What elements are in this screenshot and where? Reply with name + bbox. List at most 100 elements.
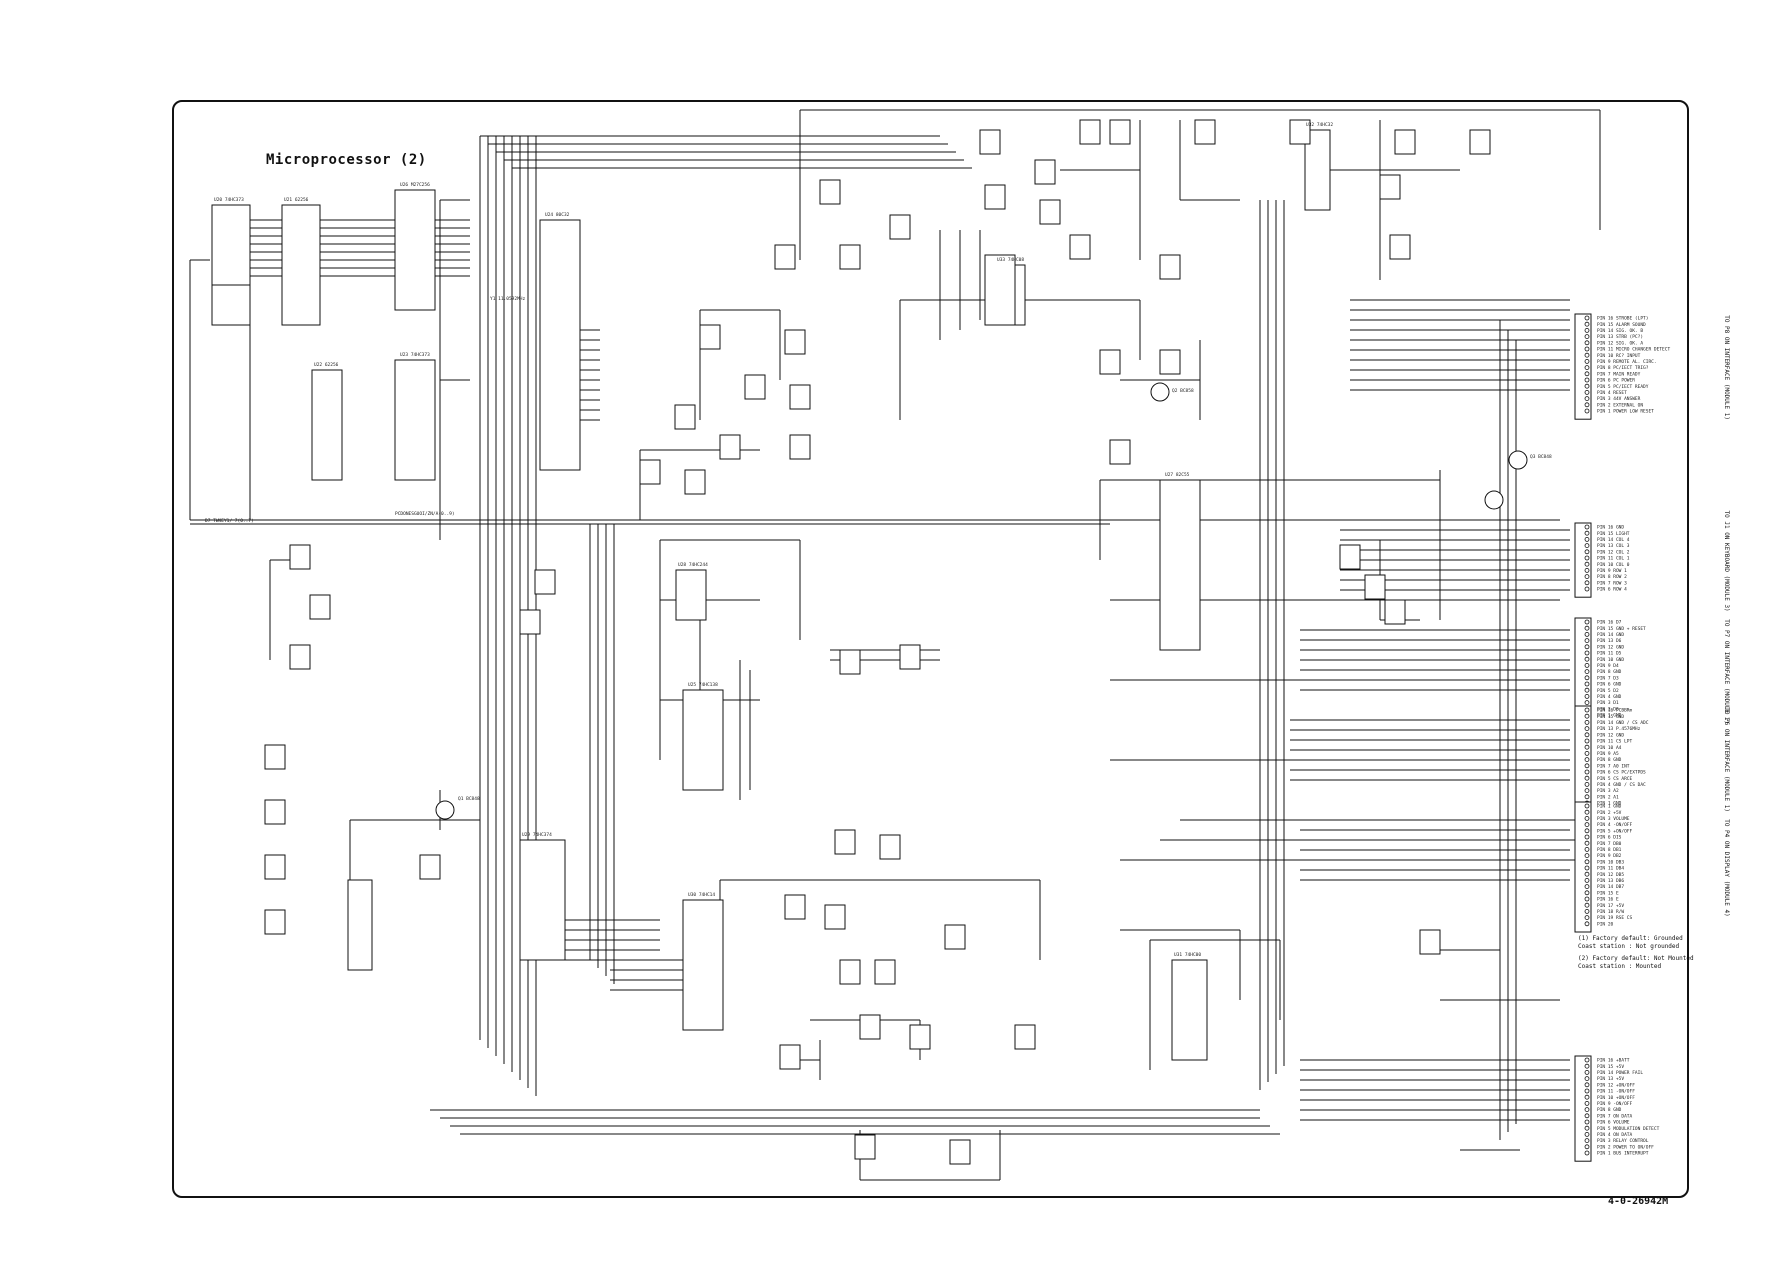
connector-pin-label: PIN 4 RESET <box>1597 390 1627 396</box>
connector-pin-label: PIN 12 COL 2 <box>1597 549 1630 555</box>
connector-pin <box>1584 625 1590 631</box>
connector-pin <box>1584 840 1590 846</box>
connector-pin <box>1584 543 1590 548</box>
connector-pin-label: PIN 6 VOLUME <box>1597 1120 1630 1126</box>
ic-u30 <box>682 899 724 1031</box>
connector-pin <box>1584 371 1590 377</box>
connector-pin <box>1584 1101 1590 1106</box>
connector-pin-label: PIN 9 A5 <box>1597 751 1619 757</box>
transistor-q1 <box>435 800 455 820</box>
connector-pin <box>1584 769 1590 775</box>
connector-pin-label: PIN 10 COL 0 <box>1597 562 1630 568</box>
drawing-border <box>172 100 1689 1198</box>
connector-pin <box>1584 377 1590 383</box>
gate-5 <box>979 129 1001 155</box>
connector-pin <box>1584 321 1590 327</box>
connector-pin-label: PIN 11 CS LPT <box>1597 739 1633 745</box>
connector-pin-label: PIN 7 A0 INT <box>1597 763 1630 769</box>
connector-pin-label: PIN 12 GND <box>1597 732 1624 738</box>
connector-title: TO P8 ON INTERFACE (MODULE 1) <box>1723 315 1730 420</box>
gate-44 <box>874 959 896 985</box>
connector-pin-label: PIN 14 GND / CS ADC <box>1597 720 1649 726</box>
connector-pin <box>1584 694 1590 699</box>
connector-pin-label: PIN 1 GND <box>1597 713 1622 719</box>
gate-58 <box>264 854 286 880</box>
part-label: U26 M27C256 <box>400 182 430 188</box>
ic-u23 <box>394 359 436 481</box>
connector-pin-label: PIN 5 +ON/OFF <box>1597 828 1633 834</box>
connector-pin <box>1584 365 1590 371</box>
connector-pin-label: PIN 8 GND <box>1597 757 1622 763</box>
part-label: U24 80C32 <box>545 212 570 218</box>
connector-pin-label: PIN 4 -ON/OFF <box>1597 822 1633 828</box>
connector-pin-label: PIN 7 DB0 <box>1597 841 1622 847</box>
connector-pin-label: PIN 9 DB2 <box>1597 853 1622 859</box>
gate-57 <box>264 799 286 825</box>
connector-pin-label: PIN 15 ALARM SOUND <box>1597 322 1646 328</box>
gate-60 <box>419 854 441 880</box>
connector-pin-label: PIN 8 GND <box>1597 1107 1622 1113</box>
gate-49 <box>1014 1024 1036 1050</box>
factory-notes: (1) Factory default: Grounded Coast stat… <box>1578 935 1694 970</box>
connector-pin <box>1584 726 1590 731</box>
connector-pin <box>1584 921 1590 927</box>
connector-pin-label: PIN 2 A1 <box>1597 794 1619 800</box>
gate-39 <box>834 829 856 855</box>
connector-title: TO P6 ON INTERFACE (MODULE 1) <box>1723 707 1730 812</box>
connector-pin-label: PIN 11 COL 1 <box>1597 556 1630 562</box>
connector-pin <box>1584 757 1590 762</box>
connector-pin-label: PIN 18 R/W <box>1597 909 1624 915</box>
gate-51 <box>949 1139 971 1165</box>
gate-38 <box>899 644 921 670</box>
connector-pin <box>1584 681 1590 687</box>
connector-pin <box>1584 669 1590 674</box>
connector-pin <box>1584 549 1590 555</box>
connector-pin-label: PIN 8 GND <box>1597 669 1622 675</box>
connector-pin-label: PIN 11 -ON/OFF <box>1597 1089 1635 1095</box>
connector-pin <box>1584 1076 1590 1081</box>
connector-pin <box>1584 663 1590 668</box>
connector-pin <box>1584 809 1590 815</box>
connector-pin-label: PIN 16 GND <box>1597 525 1624 531</box>
connector-pin-label: PIN 16 STROBE (LPT) <box>1597 316 1648 322</box>
connector-pin-label: PIN 16 D7 <box>1597 620 1622 626</box>
gate-53 <box>1364 574 1386 600</box>
note-line-3: (2) Factory default: Not Mounted <box>1578 955 1694 962</box>
connector-pin-label: PIN 4 GND / CS DAC <box>1597 782 1646 788</box>
connector-pin <box>1584 650 1590 656</box>
connector-pin-label: PIN 10 GND <box>1597 657 1624 663</box>
part-label: U25 74HC138 <box>688 682 718 688</box>
connector-pin-label: PIN 16 +BATT <box>1597 1058 1630 1064</box>
connector-pin-label: PIN 14 POWER FAIL <box>1597 1070 1643 1076</box>
connector-pin-label: PIN 5 PC/IECT READY <box>1597 384 1649 390</box>
connector-pin <box>1584 619 1590 625</box>
connector-pin-label: PIN 13 STRB (PC?) <box>1597 334 1643 340</box>
ic-u28 <box>675 569 707 621</box>
gate-4 <box>839 244 861 270</box>
connector-pin-label: PIN 16 PCBBRm <box>1597 708 1633 714</box>
connector-pin-label: PIN 6 DIS <box>1597 835 1622 841</box>
connector-pin-label: PIN 11 DB4 <box>1597 866 1624 872</box>
connector-pin-label: PIN 10 DB3 <box>1597 859 1624 865</box>
connector-pin-label: PIN 16 E <box>1597 897 1619 903</box>
connector-pin <box>1584 315 1590 321</box>
connector-pin-label: PIN 14 DB7 <box>1597 884 1624 890</box>
bus-label-a: D7 TWKEY1/ 7(0..7) <box>205 518 254 524</box>
connector-pin-label: PIN 7 D3 <box>1597 675 1619 681</box>
connector-pin <box>1584 732 1590 738</box>
connector-pin <box>1584 561 1590 567</box>
connector-pin <box>1584 358 1590 364</box>
gate-47 <box>859 1014 881 1040</box>
connector-pin-label: PIN 6 PC POWER <box>1597 378 1635 384</box>
connector-pin <box>1584 644 1590 650</box>
connector-pin-label: PIN 2 +5V <box>1597 810 1622 816</box>
connector-pin <box>1584 1094 1590 1100</box>
connector-pin-label: PIN 4 GND <box>1597 694 1622 700</box>
gate-1 <box>819 179 841 205</box>
connector-pin-label: PIN 4 ON DATA <box>1597 1132 1633 1138</box>
gate-11 <box>1394 129 1416 155</box>
part-label: U30 74HC14 <box>688 892 715 898</box>
transistor-q2 <box>1150 382 1170 402</box>
gate-6 <box>1034 159 1056 185</box>
connector-pin <box>1584 352 1590 358</box>
